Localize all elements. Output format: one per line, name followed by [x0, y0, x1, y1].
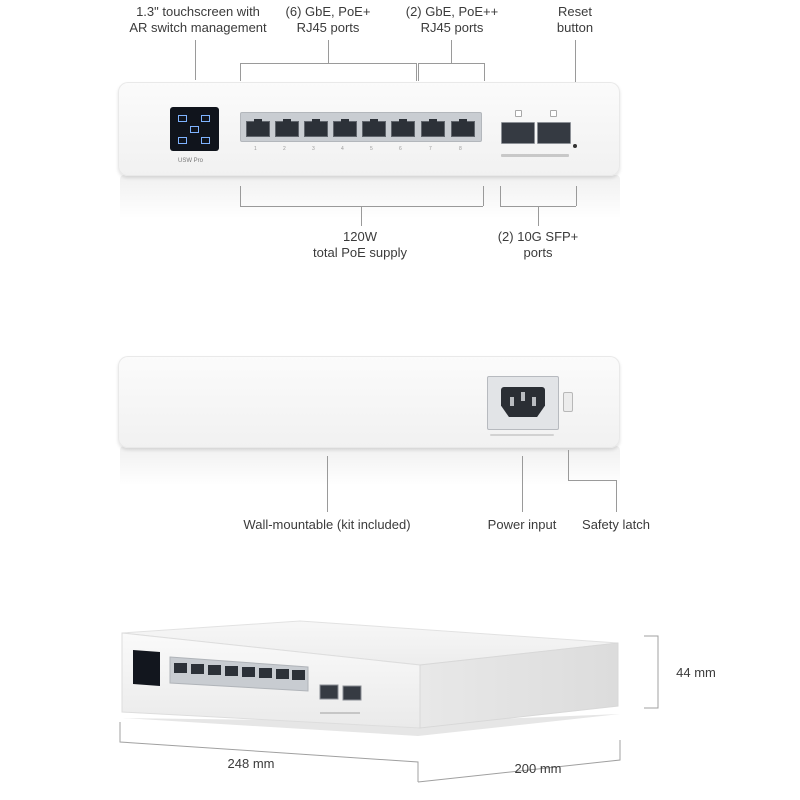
height-dimension-line: [644, 635, 659, 709]
depth-dimension-line: [417, 740, 621, 783]
device-side-face: [419, 642, 619, 729]
sfp-led: [550, 110, 557, 117]
rj45-port[interactable]: [304, 119, 328, 137]
power-inlet[interactable]: [487, 376, 559, 430]
rj45-port[interactable]: [292, 670, 305, 680]
reset-button[interactable]: [573, 144, 577, 148]
rj45-port[interactable]: [451, 119, 475, 137]
sfp-strip: [320, 712, 360, 714]
wall-mount-leader: [327, 456, 328, 512]
sfp-port[interactable]: [537, 122, 571, 144]
height-dimension: 44 mm: [676, 665, 716, 680]
switch-front-panel: USW Pro 1 2 3 4 5 6 7 8: [118, 82, 620, 176]
sfp-callout: (2) 10G SFP+ ports: [497, 229, 579, 260]
rj45-port[interactable]: [391, 119, 415, 137]
rj45-port[interactable]: [276, 669, 289, 679]
poe-plusplus-callout: (2) GbE, PoE++ RJ45 ports: [405, 4, 499, 35]
width-dimension-line: [119, 722, 419, 782]
depth-dimension: 200 mm: [514, 761, 562, 776]
power-input-leader: [522, 456, 523, 512]
touchscreen-leader: [195, 40, 196, 80]
rj45-port[interactable]: [259, 668, 272, 678]
screen-icon: [201, 115, 210, 122]
port-number-label: 7: [429, 146, 432, 152]
rj45-port[interactable]: [421, 119, 445, 137]
port-number-label: 5: [370, 146, 373, 152]
poe-plus-callout: (6) GbE, PoE+ RJ45 ports: [285, 4, 371, 35]
sfp-port[interactable]: [501, 122, 535, 144]
rj45-ports: [174, 663, 305, 680]
rj45-port[interactable]: [333, 119, 357, 137]
rj45-port[interactable]: [242, 667, 255, 677]
rj45-port[interactable]: [225, 666, 238, 676]
touchscreen-callout: 1.3" touchscreen with AR switch manageme…: [129, 4, 267, 35]
rj45-port[interactable]: [191, 664, 204, 674]
poe-supply-callout: 120W total PoE supply: [313, 229, 407, 260]
port-number-label: 2: [283, 146, 286, 152]
touchscreen[interactable]: [133, 650, 160, 686]
reset-callout: Reset button: [556, 4, 594, 35]
poe-plus-bracket: [240, 63, 416, 64]
sfp-port[interactable]: [319, 684, 339, 700]
rj45-port[interactable]: [174, 663, 187, 673]
screen-icon: [178, 115, 187, 122]
safety-latch[interactable]: [563, 392, 573, 412]
width-dimension: 248 mm: [227, 756, 275, 771]
rj45-port-block: [169, 656, 309, 692]
port-number-label: 3: [312, 146, 315, 152]
safety-latch-callout: Safety latch: [582, 517, 650, 532]
rj45-port-block: [240, 112, 482, 142]
safety-latch-leader: [568, 450, 569, 480]
rj45-port[interactable]: [275, 119, 299, 137]
switch-rear-panel: [118, 356, 620, 448]
port-number-label: 1: [254, 146, 257, 152]
sfp-led: [515, 110, 522, 117]
power-input-callout: Power input: [487, 517, 557, 532]
port-number-label: 8: [459, 146, 462, 152]
rj45-port[interactable]: [362, 119, 386, 137]
touchscreen[interactable]: [170, 107, 219, 151]
port-number-label: 6: [399, 146, 402, 152]
screen-icon: [190, 126, 199, 133]
dimension-lines: [119, 635, 659, 783]
port-number-label: 4: [341, 146, 344, 152]
screen-icon: [201, 137, 210, 144]
screen-icon: [178, 137, 187, 144]
rj45-port[interactable]: [208, 665, 221, 675]
device-model-label: USW Pro: [178, 158, 204, 164]
sfp-port[interactable]: [342, 685, 362, 701]
poe-plusplus-bracket: [418, 63, 484, 64]
iec-socket: [501, 387, 545, 417]
wall-mount-callout: Wall-mountable (kit included): [243, 517, 411, 532]
rj45-port[interactable]: [246, 119, 270, 137]
